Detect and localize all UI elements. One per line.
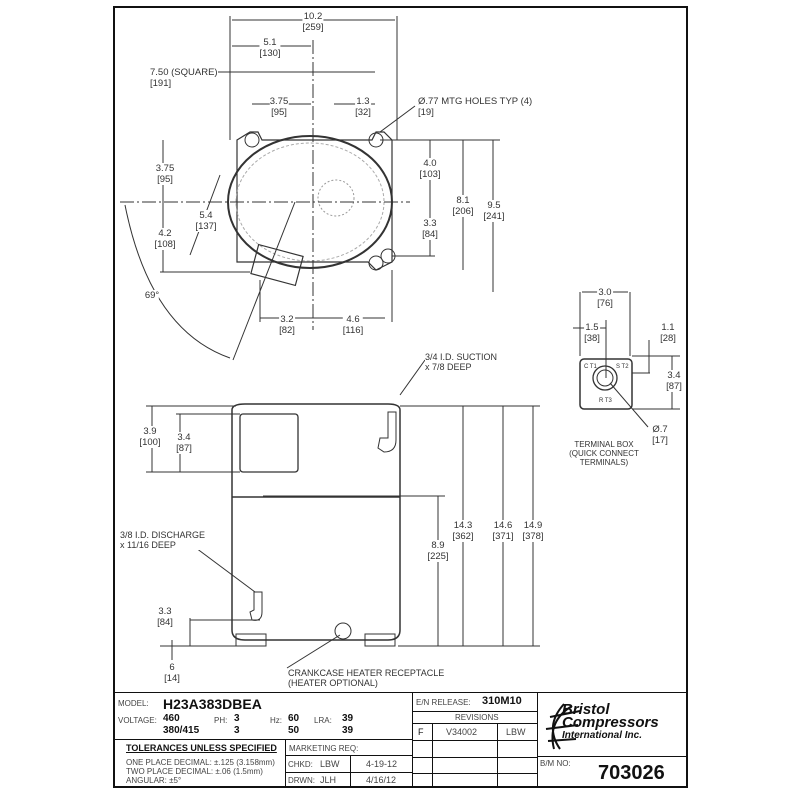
- dim-overall-height: 14.9[378]: [522, 520, 544, 542]
- company-name-2: Compressors: [562, 714, 659, 731]
- hz-label: Hz:: [270, 716, 282, 725]
- dim-weld-height: 8.9[225]: [427, 540, 449, 562]
- company-name-3: International Inc.: [562, 730, 643, 741]
- en-release-label: E/N RELEASE:: [416, 698, 471, 707]
- suction-fitting: [377, 411, 397, 453]
- lra-1: 39: [342, 713, 354, 724]
- dim-height-2: 14.6[371]: [492, 520, 514, 542]
- tolerance-angular: ANGULAR: ±5°: [126, 776, 182, 785]
- en-release-number: 310M10: [482, 695, 522, 707]
- checked-label: CHKD:: [288, 760, 313, 769]
- base-plate: [236, 131, 393, 271]
- voltage-label: VOLTAGE:: [118, 716, 157, 725]
- dim-terminal-top: 3.9[100]: [139, 426, 161, 448]
- dim-front-height: 3.75[95]: [155, 163, 175, 185]
- dim-box-height: 3.4[87]: [666, 370, 682, 392]
- hz-1: 60: [288, 713, 300, 724]
- dim-hole-offset-left: 3.75[95]: [269, 96, 289, 118]
- side-view: [146, 359, 540, 669]
- checked-date: 4-19-12: [366, 759, 398, 769]
- lra-2: 39: [342, 725, 354, 736]
- bm-no-label: B/M NO:: [540, 759, 571, 768]
- dim-box-width: 3.0[76]: [597, 287, 613, 309]
- dim-upper-offset: 4.0[103]: [419, 158, 441, 180]
- mounting-hole: [244, 132, 260, 148]
- company-name-1: Bristol: [562, 701, 610, 718]
- terminal-c: C T1: [584, 364, 597, 370]
- hz-2: 50: [288, 725, 300, 736]
- shell-body: [231, 403, 401, 641]
- dim-overall-width: 10.2[259]: [302, 11, 324, 33]
- dim-box-half: 1.5[38]: [584, 322, 600, 344]
- checked-by: LBW: [320, 759, 340, 769]
- ph-label: PH:: [214, 716, 228, 725]
- model-label: MODEL:: [118, 699, 149, 708]
- drawn-label: DRWN:: [288, 776, 315, 785]
- discharge-fitting: [249, 591, 263, 621]
- revision-letter: F: [418, 727, 424, 737]
- revision-ecn: V34002: [446, 727, 478, 737]
- crankcase-heater-receptacle: [334, 622, 352, 640]
- tolerance-two-place: TWO PLACE DECIMAL: ±.06 (1.5mm): [126, 767, 263, 776]
- bristol-logo: Bristol Compressors International Inc.: [542, 697, 686, 753]
- tolerance-one-place: ONE PLACE DECIMAL: ±.125 (3.158mm): [126, 758, 275, 767]
- revisions-label: REVISIONS: [455, 713, 499, 722]
- voltage-1: 460: [163, 713, 180, 724]
- drawn-date: 4/16/12: [366, 775, 397, 785]
- bm-number: 703026: [598, 762, 665, 784]
- model-number: H23A383DBEA: [163, 696, 262, 712]
- terminal-r: R T3: [599, 398, 612, 404]
- dim-base-square: 7.50 (SQUARE)[191]: [150, 67, 218, 89]
- dim-height-1: 14.3[362]: [452, 520, 474, 542]
- marketing-req-label: MARKETING REQ:: [289, 744, 359, 753]
- mounting-hole: [368, 255, 384, 271]
- drawn-by: JLH: [320, 775, 337, 785]
- dim-left-offset: 3.2[82]: [279, 314, 295, 336]
- terminal-box-view: [573, 291, 680, 428]
- globe-logo-icon: [545, 703, 581, 750]
- dim-half-width: 5.1[130]: [259, 37, 281, 59]
- dim-rear-height: 4.2[108]: [154, 228, 176, 250]
- dim-lower-offset: 3.3[84]: [422, 218, 438, 240]
- ph-1: 3: [234, 713, 240, 724]
- tolerances-title: TOLERANCES UNLESS SPECIFIED: [126, 743, 277, 753]
- lra-label: LRA:: [314, 716, 332, 725]
- dim-box-offset: 1.1[28]: [660, 322, 676, 344]
- terminal-cover: [239, 413, 299, 473]
- dim-hole-offset-right: 1.3[32]: [355, 96, 371, 118]
- dim-terminal-height: 3.4[87]: [176, 432, 192, 454]
- ph-2: 3: [234, 725, 240, 736]
- note-mounting-holes: Ø.77 MTG HOLES TYP (4)[19]: [418, 96, 533, 118]
- dim-angle: 69°: [144, 290, 160, 301]
- dim-plug-diameter: Ø.7[17]: [652, 424, 668, 446]
- dim-foot-height: 6[14]: [164, 662, 180, 684]
- dim-radius: 5.4[137]: [195, 210, 217, 232]
- dim-discharge-height: 3.3[84]: [157, 606, 173, 628]
- terminal-s: S T2: [616, 364, 629, 370]
- voltage-2: 380/415: [163, 725, 200, 736]
- dim-overall-depth: 9.5[241]: [483, 200, 505, 222]
- revision-by: LBW: [506, 727, 526, 737]
- dim-shell-depth: 8.1[206]: [452, 195, 474, 217]
- note-crankcase-heater: CRANKCASE HEATER RECEPTACLE(HEATER OPTIO…: [288, 668, 445, 688]
- dim-right-offset: 4.6[116]: [342, 314, 364, 336]
